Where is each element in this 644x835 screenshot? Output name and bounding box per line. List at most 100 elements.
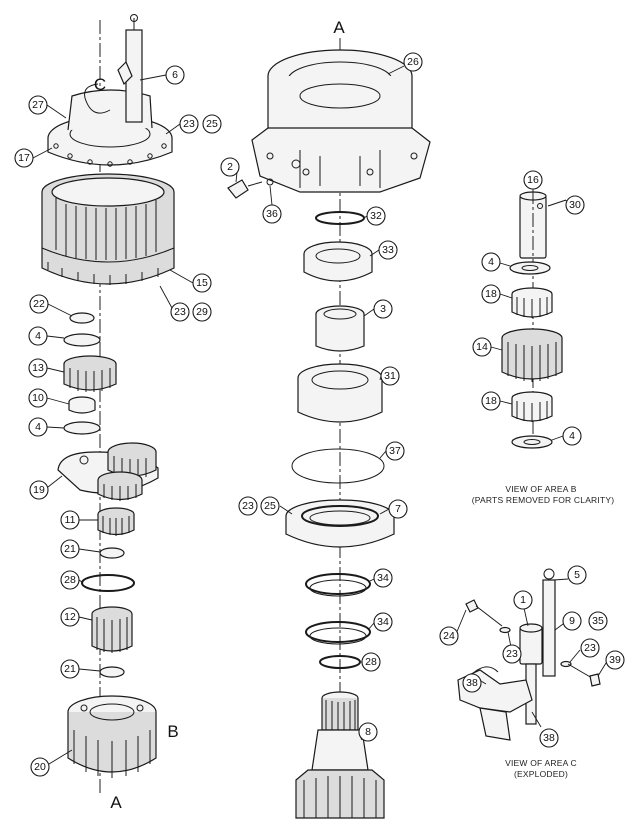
- callout-16: 16: [523, 170, 543, 190]
- callout-19: 19: [29, 480, 49, 500]
- washer-21-upper: [99, 547, 125, 559]
- callout-34-upper: 34: [373, 568, 393, 588]
- callout-28-left: 28: [60, 570, 80, 590]
- washer-4-lower: [63, 421, 101, 435]
- bearing-10: [68, 396, 96, 414]
- planet-gear-13: [63, 355, 117, 392]
- callout-23-c-left: 23: [502, 644, 522, 664]
- callout-4-lower: 4: [28, 417, 48, 437]
- callout-1: 1: [513, 590, 533, 610]
- callout-18-lower: 18: [481, 391, 501, 411]
- svg-text:13: 13: [32, 362, 44, 374]
- svg-text:38: 38: [466, 677, 478, 689]
- svg-text:11: 11: [65, 514, 76, 526]
- carrier-19: [57, 442, 159, 501]
- callout-27: 27: [28, 95, 48, 115]
- svg-text:21: 21: [64, 543, 76, 555]
- svg-text:5: 5: [574, 569, 580, 581]
- ring-28-left: [81, 574, 135, 592]
- callout-25-top: 25: [202, 114, 222, 134]
- callout-30: 30: [565, 195, 585, 215]
- svg-text:1: 1: [520, 594, 526, 606]
- bearing-31: [297, 363, 383, 423]
- svg-text:3: 3: [380, 303, 386, 315]
- svg-text:17: 17: [18, 152, 30, 164]
- svg-text:23: 23: [183, 118, 195, 130]
- callout-10: 10: [28, 388, 48, 408]
- fitting-2: [227, 178, 274, 199]
- housing-26: [251, 49, 431, 193]
- svg-text:16: 16: [527, 174, 539, 186]
- caption-area-c-title: VIEW OF AREA C: [505, 758, 577, 768]
- callout-3: 3: [373, 299, 393, 319]
- svg-text:18: 18: [485, 288, 497, 300]
- callout-24: 24: [439, 626, 459, 646]
- svg-text:23: 23: [242, 500, 254, 512]
- callout-23-ring: 23: [170, 302, 190, 322]
- callout-23-retainer: 23: [238, 496, 258, 516]
- o-ring-37: [291, 448, 385, 484]
- callout-12: 12: [60, 607, 80, 627]
- svg-text:38: 38: [543, 732, 555, 744]
- svg-text:23: 23: [174, 306, 186, 318]
- callout-32: 32: [366, 206, 386, 226]
- callout-6: 6: [165, 65, 185, 85]
- callout-39: 39: [605, 650, 625, 670]
- callout-9: 9: [562, 611, 582, 631]
- svg-text:9: 9: [569, 615, 575, 627]
- callout-7: 7: [388, 499, 408, 519]
- washer-21-lower: [99, 666, 125, 678]
- pinion-shaft-8: [295, 691, 385, 819]
- svg-text:10: 10: [32, 392, 44, 404]
- callout-31: 31: [380, 366, 400, 386]
- callout-15: 15: [192, 273, 212, 293]
- svg-text:20: 20: [34, 761, 46, 773]
- sun-gear-11: [97, 507, 135, 536]
- washer-22: [69, 312, 95, 324]
- callout-5: 5: [567, 565, 587, 585]
- caption-area-b-subtitle: (PARTS REMOVED FOR CLARITY): [472, 495, 615, 505]
- callout-23-top: 23: [179, 114, 199, 134]
- leader-lines: [32, 65, 607, 765]
- seal-34-upper: [305, 573, 371, 595]
- svg-text:24: 24: [443, 630, 455, 642]
- svg-text:22: 22: [33, 298, 45, 310]
- svg-text:4: 4: [569, 430, 575, 442]
- area-label-a-top: A: [333, 18, 345, 37]
- svg-text:6: 6: [172, 69, 178, 81]
- svg-text:28: 28: [365, 656, 377, 668]
- callout-14: 14: [472, 337, 492, 357]
- area-label-a-bottom: A: [110, 793, 122, 812]
- svg-text:34: 34: [377, 572, 389, 584]
- callout-13: 13: [28, 358, 48, 378]
- svg-text:35: 35: [592, 615, 604, 627]
- svg-text:33: 33: [382, 244, 394, 256]
- svg-text:26: 26: [407, 56, 419, 68]
- callout-17: 17: [14, 148, 34, 168]
- gear-12: [91, 606, 133, 653]
- svg-text:39: 39: [609, 654, 621, 666]
- svg-text:36: 36: [266, 208, 278, 220]
- svg-text:32: 32: [370, 210, 382, 222]
- top-cover-assembly: [47, 14, 173, 167]
- callout-36: 36: [262, 204, 282, 224]
- callout-38-lower: 38: [539, 728, 559, 748]
- area-label-c: C: [94, 75, 106, 94]
- svg-text:18: 18: [485, 395, 497, 407]
- callout-4-upper: 4: [28, 326, 48, 346]
- svg-text:30: 30: [569, 199, 581, 211]
- svg-text:28: 28: [64, 574, 76, 586]
- svg-text:19: 19: [33, 484, 45, 496]
- callout-23-c-right: 23: [580, 638, 600, 658]
- svg-text:21: 21: [64, 663, 76, 675]
- svg-text:31: 31: [384, 370, 396, 382]
- bearing-33: [303, 241, 373, 282]
- carrier-housing-20: [67, 695, 157, 778]
- callout-4-b-lower: 4: [562, 426, 582, 446]
- caption-area-c-subtitle: (EXPLODED): [514, 769, 568, 779]
- callout-35: 35: [588, 611, 608, 631]
- callout-29: 29: [192, 302, 212, 322]
- retainer-7: [285, 499, 395, 548]
- callout-25-retainer: 25: [260, 496, 280, 516]
